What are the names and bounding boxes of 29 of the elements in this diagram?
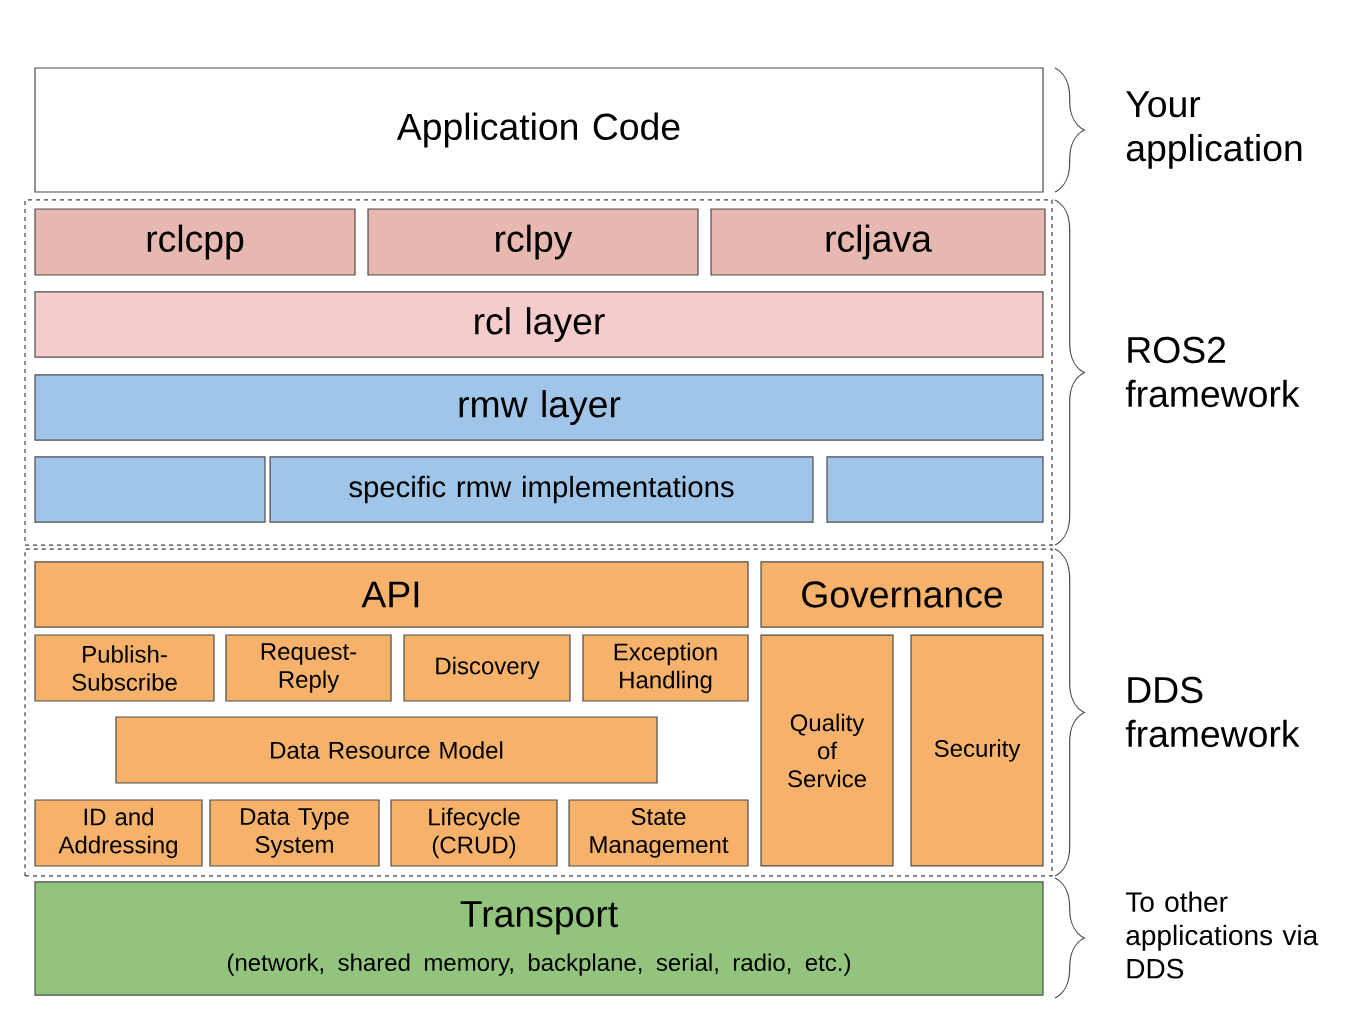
layer-box: Discovery: [403, 634, 571, 702]
layer-box: API: [34, 561, 749, 628]
layer-box: Governance: [760, 561, 1044, 628]
layer-box: rmw layer: [34, 374, 1044, 441]
layer-box: Transport (network, shared memory, backplane, serial, radio, etc.): [34, 881, 1044, 996]
layer-box: Data Type System: [209, 799, 380, 867]
layer-box: [826, 456, 1044, 523]
layer-box: rclcpp: [34, 208, 356, 276]
layer-box: Exception Handling: [582, 634, 749, 702]
layer-box: Data Resource Model: [115, 716, 658, 784]
layer-box: ID and Addressing: [34, 799, 203, 867]
dashed-group-frame: [24, 199, 1053, 546]
brace-label: DDS framework: [1125, 676, 1300, 748]
dashed-group-frame: [24, 548, 1053, 877]
layer-box: rcljava: [710, 208, 1046, 276]
layer-box: Application Code: [34, 67, 1044, 193]
layer-box: State Management: [568, 799, 749, 867]
layer-box: Quality of Service: [760, 634, 894, 867]
brace-label: To other applications via DDS: [1125, 891, 1319, 979]
layer-box: [34, 456, 266, 523]
layer-box: Security: [910, 634, 1044, 867]
brace-label: ROS2 framework: [1125, 336, 1300, 408]
layer-box: Lifecycle (CRUD): [390, 799, 558, 867]
layer-box: rcl layer: [34, 291, 1044, 358]
layer-box: rclpy: [367, 208, 699, 276]
layer-box: Publish-Subscribe: [34, 634, 215, 702]
layer-box: specific rmw implementations: [269, 456, 814, 523]
layer-box: Request-Reply: [225, 634, 392, 702]
brace-label: Your application: [1126, 91, 1302, 169]
